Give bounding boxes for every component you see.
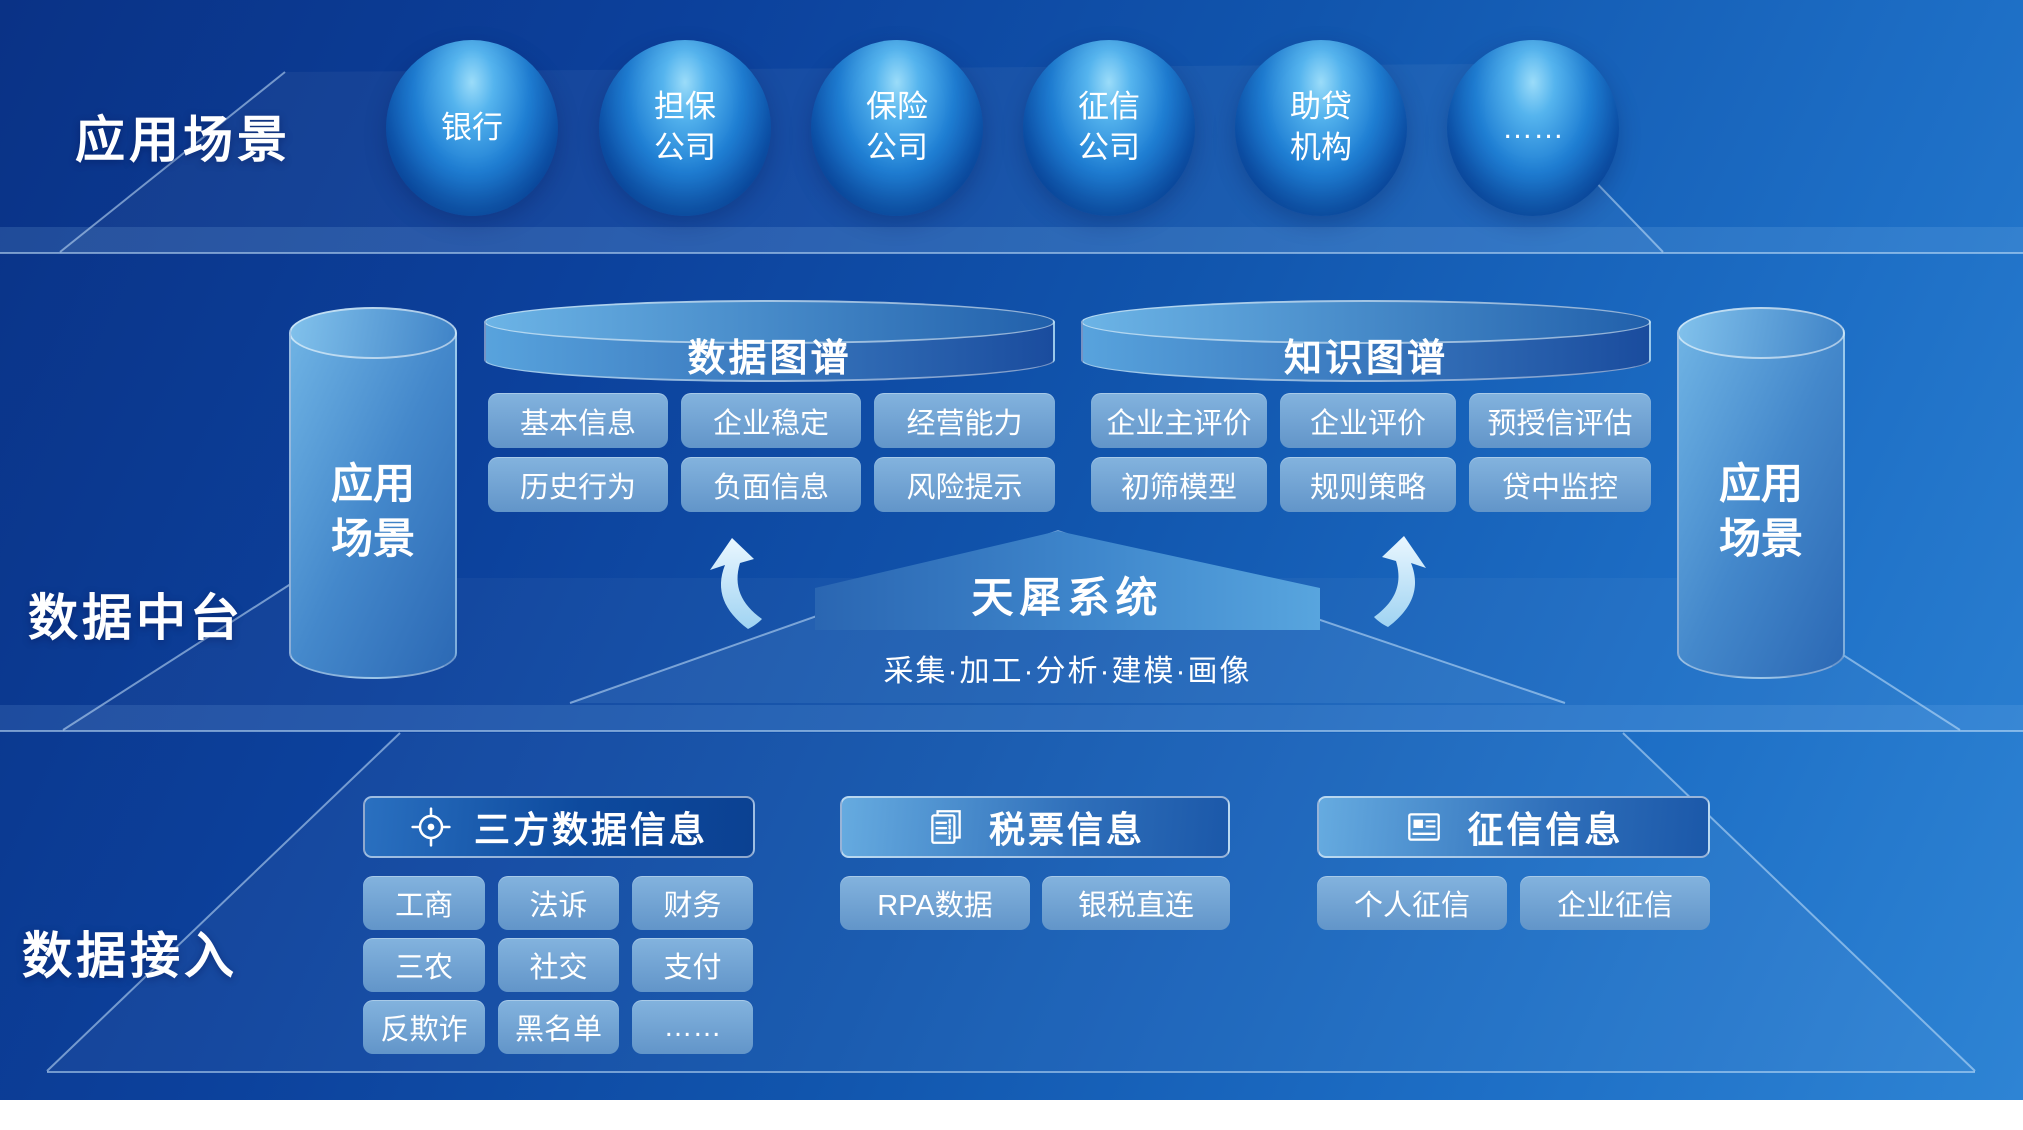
knowledge-graph-title: 知识图谱 [1283, 338, 1448, 380]
data-graph-disk: 数据图谱 [484, 300, 1055, 382]
tax-invoice-header: 税票信息 [840, 796, 1230, 858]
tianxi-system-banner: 天犀系统 [815, 531, 1320, 630]
knowledge-graph-chip: 初筛模型 [1091, 457, 1267, 512]
scenario-circle-more: …… [1447, 40, 1619, 216]
group-title: 三方数据信息 [473, 809, 708, 850]
scenario-circle-guarantee: 担保公司 [599, 40, 771, 216]
tax-invoice-chip: RPA数据 [840, 876, 1030, 930]
knowledge-graph-disk: 知识图谱 [1081, 300, 1651, 382]
third-party-chip: 财务 [632, 876, 753, 930]
knowledge-graph-chip: 规则策略 [1280, 457, 1456, 512]
tianxi-system-subtitle: 采集·加工·分析·建模·画像 [883, 655, 1252, 688]
data-graph-chip: 历史行为 [488, 457, 668, 512]
right-application-cylinder: 应用场景 [1677, 307, 1845, 701]
data-graph-title: 数据图谱 [687, 338, 852, 380]
up-arrow-icon [710, 538, 762, 629]
third-party-chip: 支付 [632, 938, 753, 992]
data-graph-chip: 企业稳定 [681, 393, 861, 448]
credit-info-chip: 企业征信 [1520, 876, 1710, 930]
scenario-circle-credit: 征信公司 [1023, 40, 1195, 216]
knowledge-graph-chip: 预授信评估 [1469, 393, 1651, 448]
cylinder-body [289, 333, 457, 679]
data-graph-chip: 负面信息 [681, 457, 861, 512]
third-party-chip: 三农 [363, 938, 485, 992]
data-graph-chip: 风险提示 [874, 457, 1055, 512]
credit-report-icon [1408, 813, 1441, 841]
scenario-circle-label: …… [1501, 109, 1564, 145]
cylinder-label-text: 应用场景 [1718, 460, 1803, 562]
scenario-circle-label: 保险公司 [865, 89, 928, 165]
scenario-circle-label: 担保公司 [653, 89, 716, 165]
third-party-data-header: 三方数据信息 [363, 796, 755, 858]
group-title: 税票信息 [988, 809, 1145, 850]
disk-top [1081, 300, 1651, 344]
third-party-chip: 工商 [363, 876, 485, 930]
third-party-chip: 法诉 [498, 876, 619, 930]
target-icon [411, 807, 451, 847]
layer-label-data-access: 数据接入 [22, 928, 238, 984]
third-party-chip: 黑名单 [498, 1000, 619, 1054]
third-party-chip: 社交 [498, 938, 619, 992]
scenario-circle-insurance: 保险公司 [811, 40, 983, 216]
cylinder-top [1677, 307, 1845, 359]
third-party-chip: 反欺诈 [363, 1000, 485, 1054]
cylinder-body [1677, 333, 1845, 679]
scenario-circle-label: 征信公司 [1077, 89, 1140, 165]
knowledge-graph-chip: 企业评价 [1280, 393, 1456, 448]
disk-top [484, 300, 1055, 344]
tax-invoice-chip: 银税直连 [1042, 876, 1230, 930]
tianxi-system-title: 天犀系统 [971, 574, 1164, 621]
cylinder-label: 应用场景 [1677, 457, 1845, 566]
scenario-circle-label: 银行 [440, 109, 503, 145]
credit-info-header: 征信信息 [1317, 796, 1710, 858]
knowledge-graph-chip: 企业主评价 [1091, 393, 1267, 448]
cylinder-label: 应用场景 [289, 457, 457, 566]
layer-label-application-scenarios: 应用场景 [75, 112, 291, 168]
left-application-cylinder: 应用场景 [289, 307, 457, 701]
data-graph-chip: 基本信息 [488, 393, 668, 448]
scenario-circle-bank: 银行 [386, 40, 558, 216]
scenario-circle-loan-agency: 助贷机构 [1235, 40, 1407, 216]
layer-label-data-platform: 数据中台 [28, 590, 244, 646]
scenario-circle-label: 助贷机构 [1289, 89, 1352, 165]
cylinder-top [289, 307, 457, 359]
credit-info-chip: 个人征信 [1317, 876, 1507, 930]
invoice-icon [931, 810, 961, 844]
diagram-canvas: 应用场景 银行 担保公司 保险公司 征信公司 助贷机构 …… 数据中台 应用场景… [0, 0, 2023, 1100]
up-arrow-icon [1374, 536, 1426, 627]
group-title: 征信信息 [1467, 809, 1624, 850]
third-party-chip: …… [632, 1000, 753, 1054]
data-graph-chip: 经营能力 [874, 393, 1055, 448]
cylinder-label-text: 应用场景 [330, 460, 415, 562]
knowledge-graph-chip: 贷中监控 [1469, 457, 1651, 512]
